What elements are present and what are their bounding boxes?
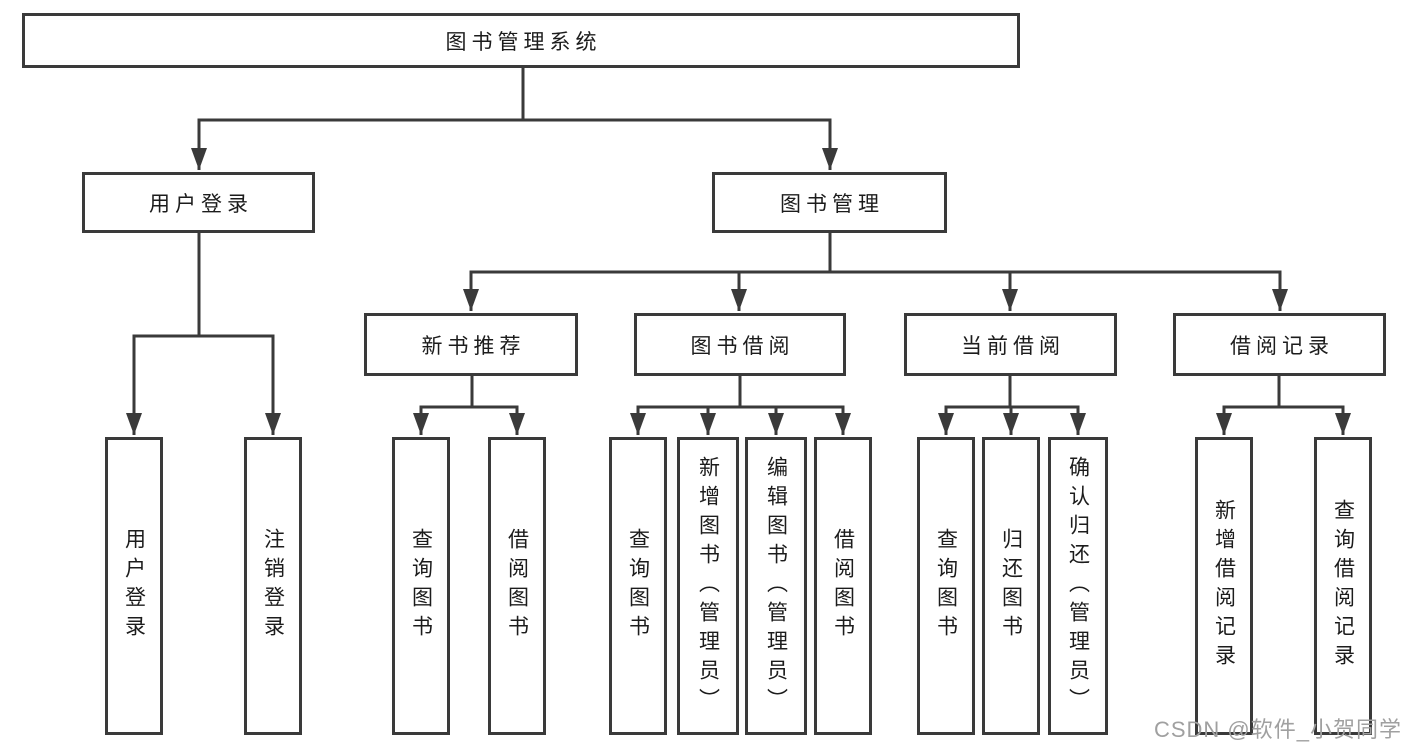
leaf-return-books: 归还图书 bbox=[982, 437, 1040, 735]
leaf-query-books-recommend: 查询图书 bbox=[392, 437, 450, 735]
leaf-user-login: 用户登录 bbox=[105, 437, 163, 735]
leaf-logout-label: 注销登录 bbox=[261, 528, 285, 644]
node-library-management-system: 图书管理系统 bbox=[22, 13, 1020, 68]
leaf-query-borrow-record: 查询借阅记录 bbox=[1314, 437, 1372, 735]
leaf-query-books-current: 查询图书 bbox=[917, 437, 975, 735]
leaf-logout: 注销登录 bbox=[244, 437, 302, 735]
node-new-book-recommend: 新书推荐 bbox=[364, 313, 578, 376]
csdn-watermark: CSDN @软件_小贺同学 bbox=[1153, 717, 1402, 742]
leaf-borrow-books-recommend-label: 借阅图书 bbox=[505, 528, 529, 644]
leaf-user-login-label: 用户登录 bbox=[122, 528, 146, 644]
node-borrowing-records: 借阅记录 bbox=[1173, 313, 1386, 376]
leaf-query-books-recommend-label: 查询图书 bbox=[409, 528, 433, 644]
node-current-borrowing: 当前借阅 bbox=[904, 313, 1117, 376]
leaf-add-books-admin: 新增图书（管理员） bbox=[677, 437, 739, 735]
leaf-borrow-books: 借阅图书 bbox=[814, 437, 872, 735]
node-book-borrowing: 图书借阅 bbox=[634, 313, 846, 376]
leaf-query-books-current-label: 查询图书 bbox=[934, 528, 958, 644]
leaf-add-borrow-record: 新增借阅记录 bbox=[1195, 437, 1253, 735]
leaf-borrow-books-recommend: 借阅图书 bbox=[488, 437, 546, 735]
leaf-query-books-borrow: 查询图书 bbox=[609, 437, 667, 735]
leaf-add-borrow-record-label: 新增借阅记录 bbox=[1212, 499, 1236, 673]
leaf-confirm-return-admin-label: 确认归还（管理员） bbox=[1066, 455, 1090, 717]
node-user-login: 用户登录 bbox=[82, 172, 315, 233]
leaf-edit-books-admin: 编辑图书（管理员） bbox=[745, 437, 807, 735]
node-book-management: 图书管理 bbox=[712, 172, 947, 233]
leaf-borrow-books-label: 借阅图书 bbox=[831, 528, 855, 644]
leaf-confirm-return-admin: 确认归还（管理员） bbox=[1048, 437, 1108, 735]
leaf-add-books-admin-label: 新增图书（管理员） bbox=[696, 455, 720, 717]
leaf-edit-books-admin-label: 编辑图书（管理员） bbox=[764, 455, 788, 717]
leaf-query-books-borrow-label: 查询图书 bbox=[626, 528, 650, 644]
leaf-query-borrow-record-label: 查询借阅记录 bbox=[1331, 499, 1355, 673]
leaf-return-books-label: 归还图书 bbox=[999, 528, 1023, 644]
